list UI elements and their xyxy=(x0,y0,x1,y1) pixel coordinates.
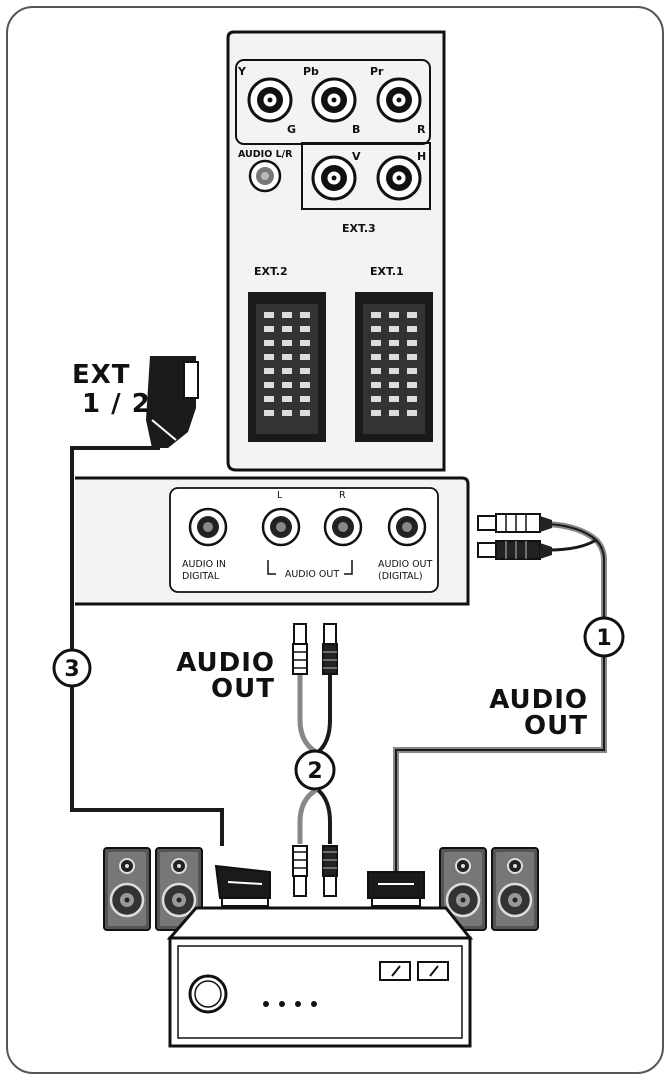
component-jack-v-icon xyxy=(311,155,357,201)
ext2-scart-socket-icon xyxy=(248,292,326,442)
audio-out-right-label-1: AUDIO xyxy=(489,685,588,715)
label-h: H xyxy=(417,150,426,163)
audio-out-right-label-2: OUT xyxy=(524,711,588,741)
audio-out-left-label-2: OUT xyxy=(211,674,275,704)
audio-out-left-label-1: AUDIO xyxy=(176,648,275,678)
callout-number-2-text: 2 xyxy=(307,759,322,784)
audio-lr-label: AUDIO L/R xyxy=(238,149,293,160)
scart-plug-top-icon xyxy=(146,356,199,448)
label-v: V xyxy=(352,150,361,163)
audio-out-l-jack-icon xyxy=(261,507,301,547)
scart-plug-receiver-left-icon xyxy=(214,864,271,907)
callout-number-2 xyxy=(294,749,336,791)
audio-out-digital-label-1: AUDIO OUT xyxy=(378,559,432,570)
speaker-right-2-icon xyxy=(490,846,540,932)
rca-plug-bottom-right-icon xyxy=(322,845,338,897)
component-jack-h-icon xyxy=(376,155,422,201)
amplifier-icon xyxy=(166,906,474,1048)
rca-plug-pair-right-icon xyxy=(477,513,552,560)
component-jack-pb-icon xyxy=(311,77,357,123)
ext1-scart-socket-icon xyxy=(355,292,433,442)
rca-plug-top-left-icon xyxy=(292,623,308,675)
audio-in-digital-jack-icon xyxy=(188,507,228,547)
audio-out-r-jack-icon xyxy=(323,507,363,547)
audio-connector-panel: L R AUDIO IN DIGITAL AUDIO OUT AUDIO OUT… xyxy=(75,476,470,606)
audio-out-digital-jack-icon xyxy=(387,507,427,547)
label-pb: Pb xyxy=(303,65,319,78)
label-g: G xyxy=(287,123,296,136)
audio-in-digital-label-2: DIGITAL xyxy=(182,571,220,582)
label-b: B xyxy=(352,123,360,136)
label-y: Y xyxy=(237,65,247,78)
ext3-label: EXT.3 xyxy=(342,222,376,235)
label-pr: Pr xyxy=(370,65,384,78)
label-l: L xyxy=(277,490,283,501)
ext2-label: EXT.2 xyxy=(254,265,288,278)
component-jack-y-icon xyxy=(247,77,293,123)
rca-plug-bottom-left-icon xyxy=(292,845,308,897)
speaker-left-1-icon xyxy=(102,846,152,932)
component-jack-pr-icon xyxy=(376,77,422,123)
cable-3-scart xyxy=(70,356,224,846)
audio-in-digital-label-1: AUDIO IN xyxy=(182,559,226,570)
label-r: R xyxy=(417,123,426,136)
rca-plug-top-right-icon xyxy=(322,623,338,675)
callout-number-3 xyxy=(52,648,92,688)
ext1-label: EXT.1 xyxy=(370,265,404,278)
label-r-audio: R xyxy=(339,490,346,501)
audio-out-label: AUDIO OUT xyxy=(285,569,339,580)
tv-connector-panel: Y G Pb B Pr R V H AUDIO L/R EXT.3 EXT.2 … xyxy=(226,30,446,472)
ext12-label-1: EXT xyxy=(72,360,131,390)
ext12-label-2: 1 / 2 xyxy=(82,389,151,419)
callout-number-1-text: 1 xyxy=(596,626,611,651)
callout-number-1 xyxy=(583,616,625,658)
audio-out-digital-label-2: (DIGITAL) xyxy=(378,571,423,582)
scart-plug-receiver-right-icon xyxy=(367,871,425,907)
callout-number-3-text: 3 xyxy=(64,657,79,682)
cable-1-audio xyxy=(393,513,607,878)
